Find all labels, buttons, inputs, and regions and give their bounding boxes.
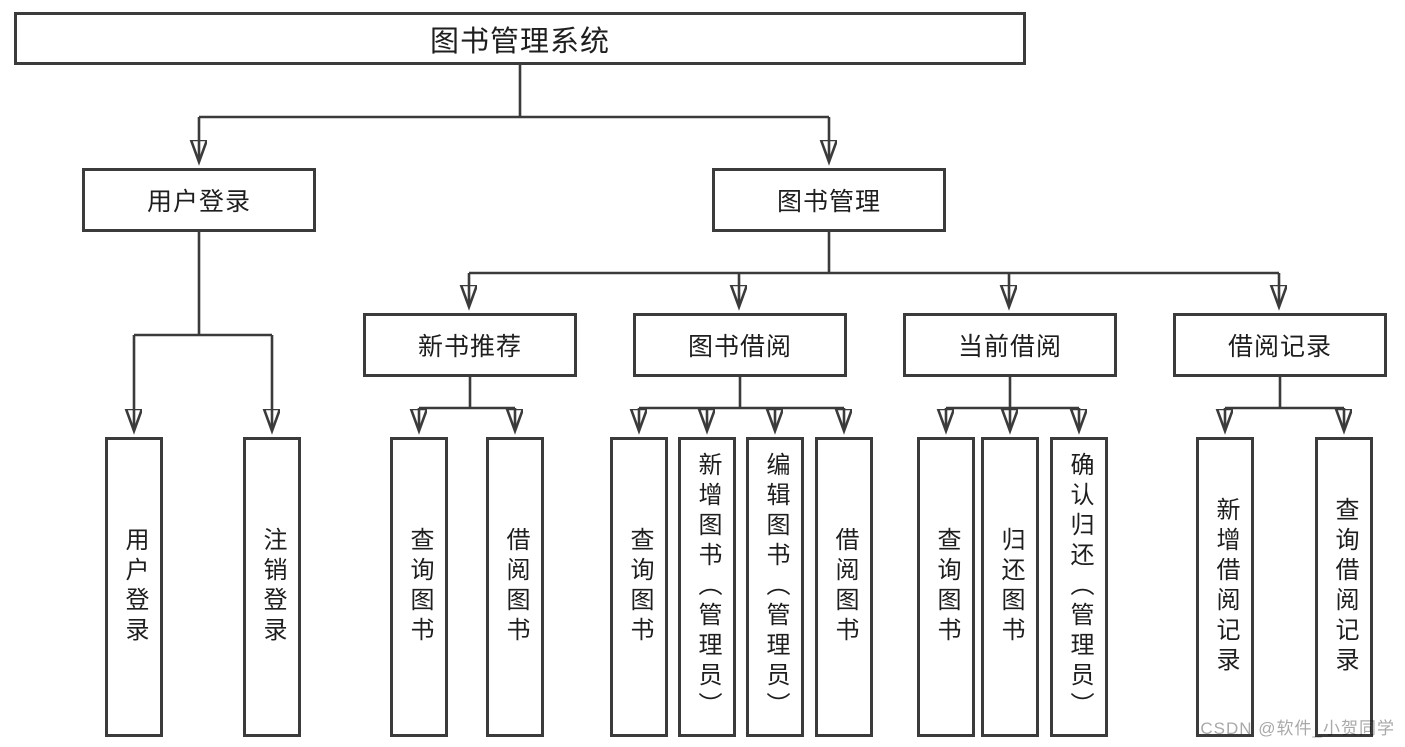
node-leaf-return-book: 归还图书 xyxy=(981,437,1039,737)
node-leaf-logout: 注销登录 xyxy=(243,437,301,737)
node-label: 查询图书 xyxy=(933,527,960,647)
node-leaf-query-books-current: 查询图书 xyxy=(917,437,975,737)
node-label: 新增图书（管理员） xyxy=(694,452,721,722)
node-label: 图书管理 xyxy=(776,188,881,216)
node-label: 用户登录 xyxy=(146,188,251,216)
node-book-borrowing: 图书借阅 xyxy=(633,313,847,377)
node-leaf-borrow-books: 借阅图书 xyxy=(815,437,873,737)
node-label: 图书管理系统 xyxy=(429,25,610,58)
node-new-book-recommend: 新书推荐 xyxy=(363,313,577,377)
node-leaf-add-book-admin: 新增图书（管理员） xyxy=(678,437,736,737)
node-leaf-add-borrow-record: 新增借阅记录 xyxy=(1196,437,1254,737)
node-leaf-user-login: 用户登录 xyxy=(105,437,163,737)
node-leaf-borrow-books-recommend: 借阅图书 xyxy=(486,437,544,737)
node-label: 当前借阅 xyxy=(957,333,1062,361)
node-library-system: 图书管理系统 xyxy=(14,12,1026,65)
node-label: 用户登录 xyxy=(121,527,148,647)
csdn-watermark: CSDN @软件_小贺同学 xyxy=(1200,719,1395,738)
node-leaf-edit-book-admin: 编辑图书（管理员） xyxy=(746,437,804,737)
node-leaf-query-borrow-record: 查询借阅记录 xyxy=(1315,437,1373,737)
node-label: 编辑图书（管理员） xyxy=(762,452,789,722)
node-label: 新书推荐 xyxy=(417,333,522,361)
node-leaf-query-books-borrow: 查询图书 xyxy=(610,437,668,737)
node-label: 确认归还（管理员） xyxy=(1066,452,1093,722)
node-borrowing-records: 借阅记录 xyxy=(1173,313,1387,377)
node-label: 归还图书 xyxy=(997,527,1024,647)
node-label: 借阅图书 xyxy=(831,527,858,647)
node-label: 查询借阅记录 xyxy=(1331,497,1358,677)
node-label: 注销登录 xyxy=(259,527,286,647)
node-label: 查询图书 xyxy=(626,527,653,647)
node-label: 图书借阅 xyxy=(687,333,792,361)
node-current-borrowing: 当前借阅 xyxy=(903,313,1117,377)
node-label: 查询图书 xyxy=(406,527,433,647)
node-user-login: 用户登录 xyxy=(82,168,316,232)
node-book-management: 图书管理 xyxy=(712,168,946,232)
node-leaf-confirm-return-admin: 确认归还（管理员） xyxy=(1050,437,1108,737)
node-label: 借阅记录 xyxy=(1227,333,1332,361)
node-label: 借阅图书 xyxy=(502,527,529,647)
node-label: 新增借阅记录 xyxy=(1212,497,1239,677)
node-leaf-query-books-recommend: 查询图书 xyxy=(390,437,448,737)
